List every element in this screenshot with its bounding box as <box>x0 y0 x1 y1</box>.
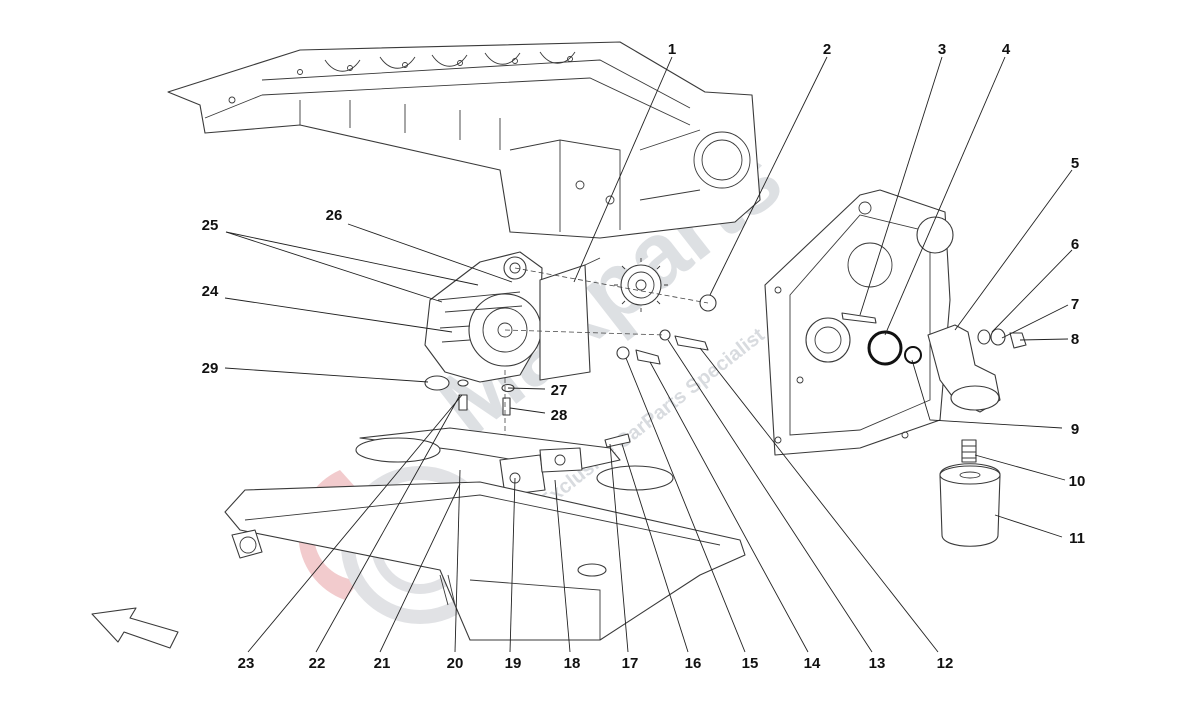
callout-21: 21 <box>374 655 391 672</box>
callout-13: 13 <box>869 655 886 672</box>
callout-22: 22 <box>309 655 326 672</box>
callout-14: 14 <box>804 655 821 672</box>
callout-11: 11 <box>1069 530 1085 547</box>
leader-lines <box>224 56 1073 653</box>
callout-numbers: 1 2 3 4 5 6 7 8 9 10 11 12 13 14 15 16 1… <box>202 41 1086 672</box>
callout-5: 5 <box>1071 155 1079 172</box>
callout-18: 18 <box>564 655 581 672</box>
callout-15: 15 <box>742 655 759 672</box>
callout-27: 27 <box>551 382 568 399</box>
callout-7: 7 <box>1071 296 1079 313</box>
callout-28: 28 <box>551 407 568 424</box>
timing-cover <box>764 189 1027 456</box>
oil-filter <box>939 439 1001 547</box>
callout-10: 10 <box>1069 473 1086 490</box>
callout-3: 3 <box>938 41 946 58</box>
callout-8: 8 <box>1071 331 1079 348</box>
oil-pump-assembly <box>424 251 717 470</box>
callout-19: 19 <box>505 655 522 672</box>
callout-26: 26 <box>326 207 343 224</box>
callout-6: 6 <box>1071 236 1079 253</box>
callout-17: 17 <box>622 655 639 672</box>
callout-25: 25 <box>202 217 219 234</box>
engine-block <box>167 41 761 239</box>
callout-12: 12 <box>937 655 954 672</box>
oil-strainer <box>355 427 674 496</box>
oil-sump <box>224 481 746 641</box>
callout-23: 23 <box>238 655 255 672</box>
callout-4: 4 <box>1002 41 1011 58</box>
callout-9: 9 <box>1071 421 1079 438</box>
callout-20: 20 <box>447 655 464 672</box>
callout-2: 2 <box>823 41 831 58</box>
callout-1: 1 <box>668 41 676 58</box>
direction-arrow-icon <box>91 607 179 649</box>
callout-29: 29 <box>202 360 219 377</box>
callout-16: 16 <box>685 655 702 672</box>
callout-24: 24 <box>202 283 219 300</box>
